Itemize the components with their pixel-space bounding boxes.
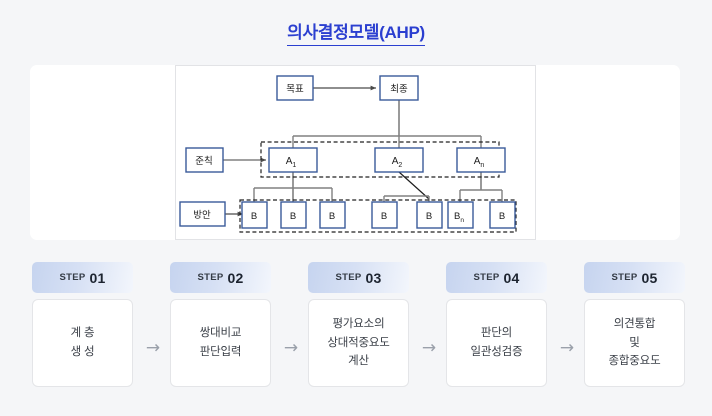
step-02-text: 쌍대비교 판단입력 <box>199 327 242 358</box>
node-b3-label: B <box>329 211 335 222</box>
node-goal-label: 목표 <box>286 84 304 95</box>
step-04-text: 판단의 일관성검증 <box>470 327 523 358</box>
step-01-header: STEP 01 <box>32 262 133 293</box>
node-b5-box <box>416 201 443 229</box>
step-02-header: STEP 02 <box>170 262 271 293</box>
node-alternatives-box <box>179 201 226 227</box>
b-node-group: B B B B B Bn B <box>241 201 516 229</box>
step-01-body: 계 층 생 성 <box>32 299 133 387</box>
diagram-card: 목표 최종 준칙 A1 A2 An 방안 <box>30 65 680 240</box>
node-b3-box <box>319 201 346 229</box>
node-a2-box <box>374 147 424 173</box>
node-b7-box <box>489 201 516 229</box>
node-b2-box <box>280 201 307 229</box>
step-02-label: STEP <box>197 272 224 283</box>
node-b7-label: B <box>499 211 505 222</box>
step-arrow-3-icon: → <box>421 338 437 358</box>
node-a2-label: A2 <box>392 156 403 169</box>
step-03-number: 03 <box>365 269 382 286</box>
node-bn-label: Bn <box>454 211 464 224</box>
node-b4-label: B <box>381 211 387 222</box>
step-card-02[interactable]: STEP 02 쌍대비교 판단입력 <box>170 262 271 387</box>
step-arrow-4-icon: → <box>559 338 575 358</box>
node-b5-label: B <box>426 211 432 222</box>
step-arrow-1-icon: → <box>145 338 161 358</box>
step-card-05[interactable]: STEP 05 의견통합 및 종합중요도 <box>584 262 685 387</box>
step-04-label: STEP <box>473 272 500 283</box>
node-b4-box <box>371 201 398 229</box>
node-b1-box <box>241 201 268 229</box>
node-an-box <box>456 147 506 173</box>
page-title-wrap: 의사결정모델(AHP) <box>0 22 712 47</box>
step-01-text: 계 층 생 성 <box>70 327 95 358</box>
step-05-text: 의견통합 및 종합중요도 <box>608 317 661 368</box>
connector-a2-diagonal <box>398 171 430 200</box>
node-criteria-label: 준칙 <box>195 156 212 167</box>
step-05-body: 의견통합 및 종합중요도 <box>584 299 685 387</box>
node-alternatives-label: 방안 <box>193 210 211 221</box>
step-01-label: STEP <box>59 272 86 283</box>
node-b1-label: B <box>251 211 257 222</box>
step-card-01[interactable]: STEP 01 계 층 생 성 <box>32 262 133 387</box>
step-03-body: 평가요소의 상대적중요도 계산 <box>308 299 409 387</box>
node-b2-label: B <box>290 211 296 222</box>
step-04-header: STEP 04 <box>446 262 547 293</box>
step-03-label: STEP <box>335 272 362 283</box>
node-a1-box <box>268 147 318 173</box>
step-02-number: 02 <box>227 269 244 286</box>
hierarchy-svg: 목표 최종 준칙 A1 A2 An 방안 <box>179 75 517 233</box>
node-final-label: 최종 <box>390 84 408 95</box>
node-a1-label: A1 <box>286 156 297 169</box>
step-01-number: 01 <box>89 269 106 286</box>
node-final-box <box>379 75 419 101</box>
step-arrow-2-icon: → <box>283 338 299 358</box>
node-an-label: An <box>474 156 485 169</box>
step-02-body: 쌍대비교 판단입력 <box>170 299 271 387</box>
step-05-number: 05 <box>641 269 658 286</box>
step-05-header: STEP 05 <box>584 262 685 293</box>
ahp-hierarchy-diagram: 목표 최종 준칙 A1 A2 An 방안 <box>175 65 536 240</box>
node-goal-box <box>276 75 314 101</box>
step-04-body: 판단의 일관성검증 <box>446 299 547 387</box>
step-03-header: STEP 03 <box>308 262 409 293</box>
step-card-03[interactable]: STEP 03 평가요소의 상대적중요도 계산 <box>308 262 409 387</box>
criteria-group-dashed <box>260 141 500 178</box>
step-04-number: 04 <box>503 269 520 286</box>
page-title: 의사결정모델(AHP) <box>287 22 425 47</box>
steps-row: STEP 01 계 층 생 성 → STEP 02 쌍대비교 판단입력 → ST… <box>0 262 712 392</box>
node-bn-box <box>447 201 474 229</box>
step-03-text: 평가요소의 상대적중요도 계산 <box>327 317 390 368</box>
node-criteria-box <box>185 147 224 173</box>
alternatives-group-dashed <box>239 199 517 233</box>
step-05-label: STEP <box>611 272 638 283</box>
step-card-04[interactable]: STEP 04 판단의 일관성검증 <box>446 262 547 387</box>
